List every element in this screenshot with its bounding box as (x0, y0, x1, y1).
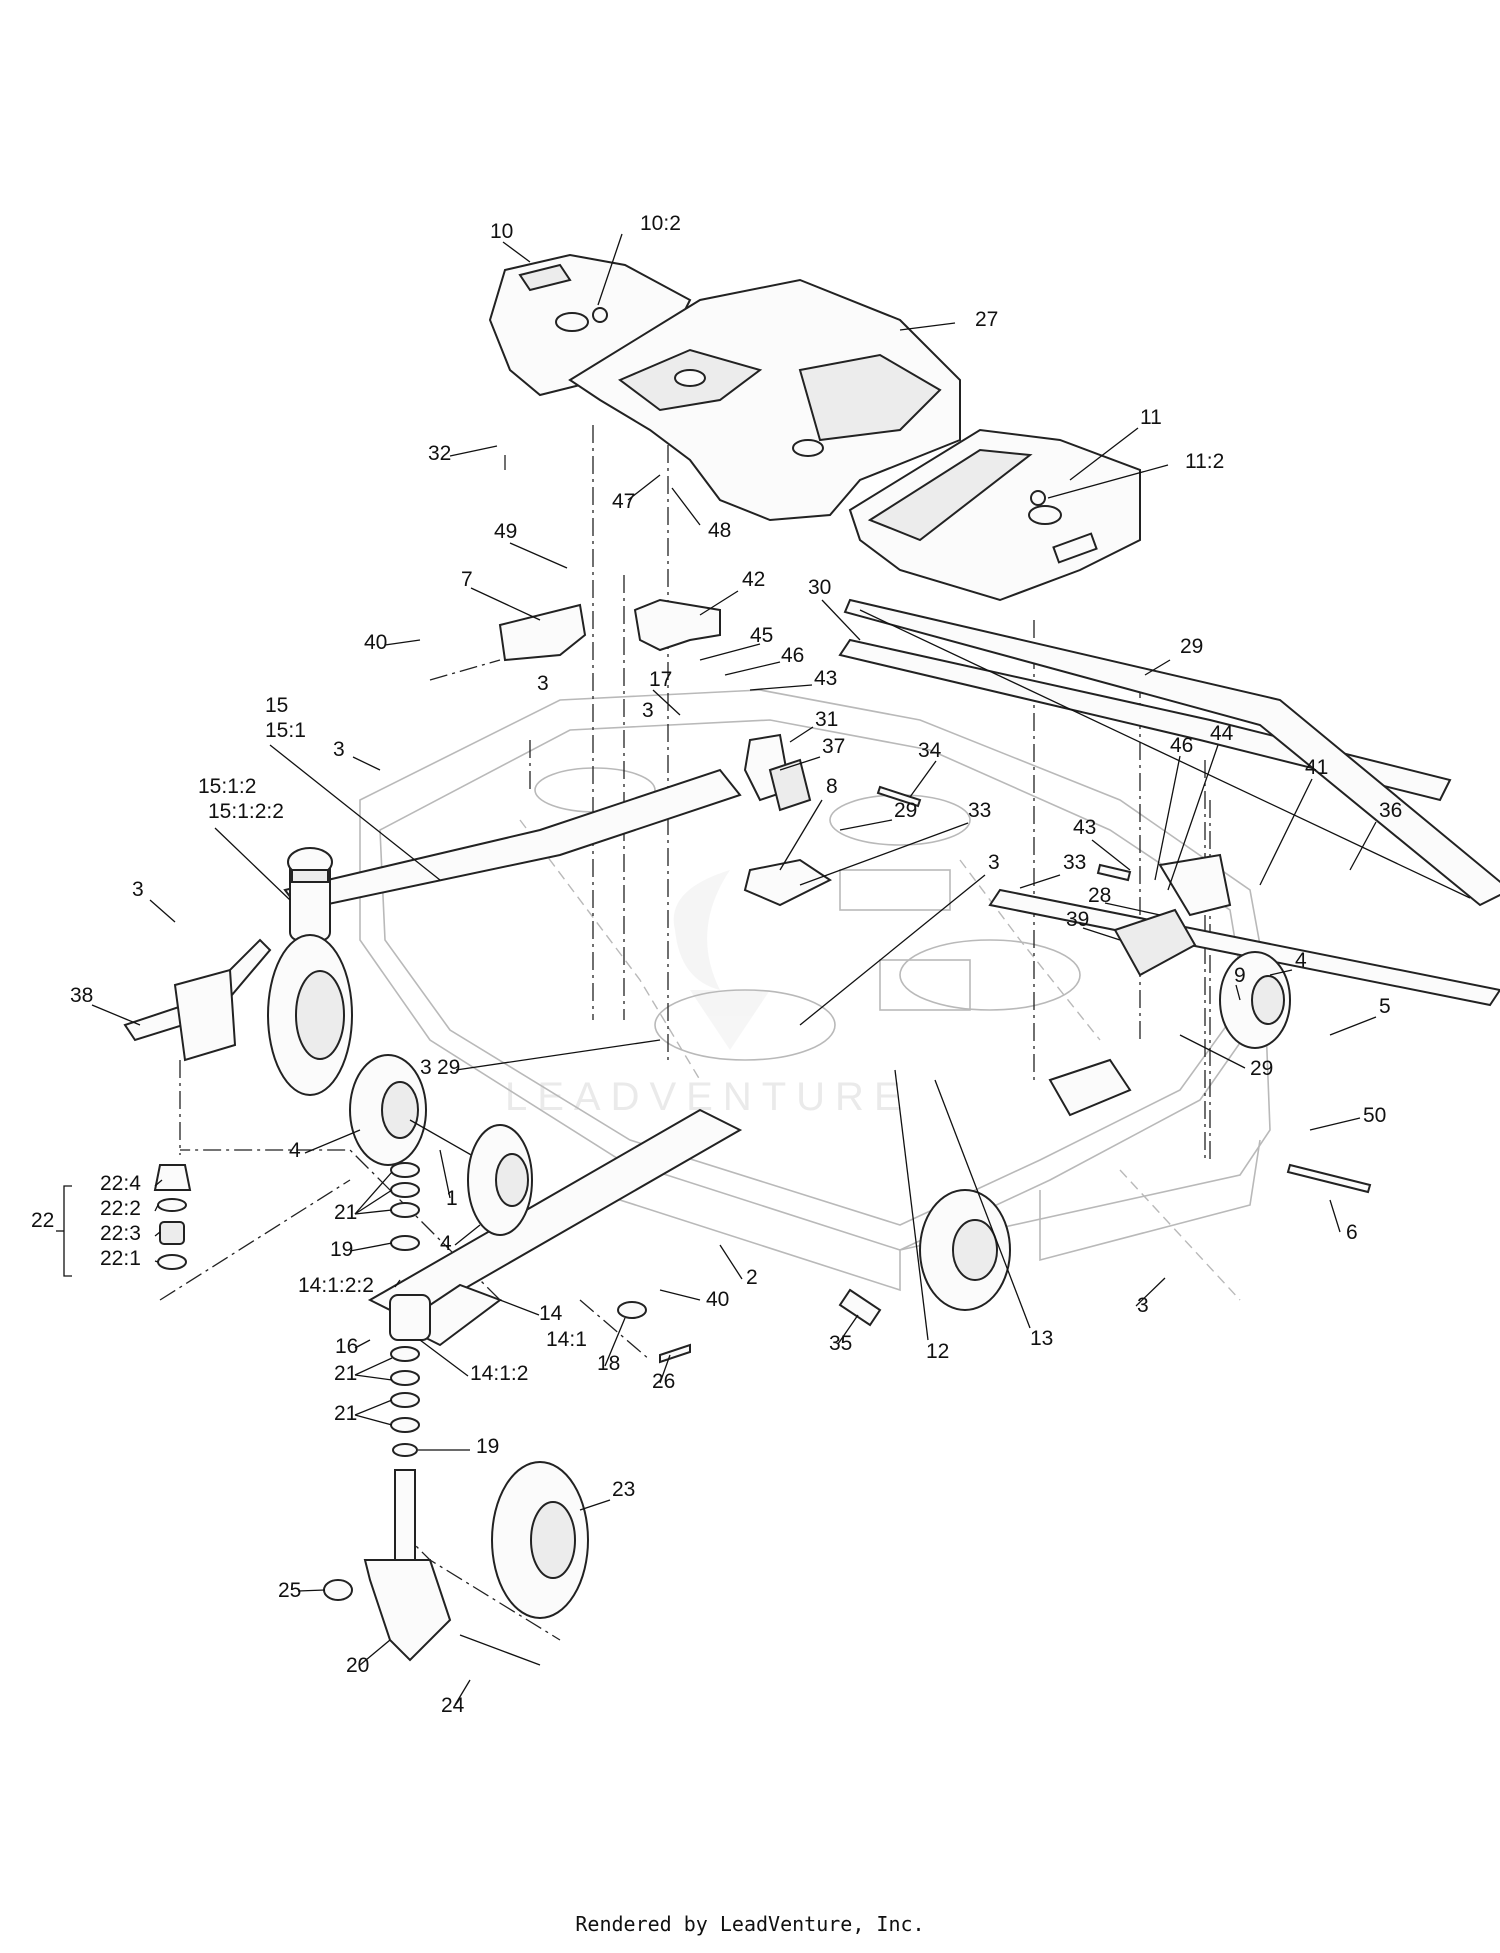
callout-c-39: 39 (1066, 908, 1089, 931)
front-axle-14 (349, 951, 1291, 1347)
callout-c-3e: 3 (132, 878, 144, 901)
callout-c-3a: 3 (537, 672, 549, 695)
callout-c-33a: 33 (968, 799, 991, 822)
callout-c-13: 13 (1030, 1327, 1053, 1350)
callout-c-26: 26 (652, 1370, 675, 1393)
callout-c-14-1-2: 14:1:2 (470, 1362, 528, 1385)
callout-c-45: 45 (750, 624, 773, 647)
callout-c-17: 17 (649, 668, 672, 691)
callout-c-31: 31 (815, 708, 838, 731)
callout-c-4c: 4 (440, 1232, 452, 1255)
callout-c-37: 37 (822, 735, 845, 758)
callout-leaders (91, 233, 1377, 1706)
callout-c-44: 44 (1210, 722, 1234, 745)
callout-c-3f: 3 (420, 1056, 432, 1079)
brackets (498, 598, 1232, 1117)
callout-c-23: 23 (612, 1478, 635, 1501)
callout-c-28: 28 (1088, 884, 1111, 907)
callout-c-21c: 21 (334, 1402, 357, 1425)
callout-c-42: 42 (742, 568, 765, 591)
callout-c-21a: 21 (334, 1201, 357, 1224)
callout-c-47: 47 (612, 490, 635, 513)
callout-c-43a: 43 (814, 667, 837, 690)
callout-c-27: 27 (975, 308, 998, 331)
callout-c-29a: 29 (1180, 635, 1203, 658)
callout-c-9: 9 (1234, 964, 1246, 987)
front-arm-15 (267, 768, 742, 1096)
watermark-logo-icon (673, 870, 770, 1050)
callout-c-3b: 3 (642, 699, 654, 722)
callout-c-46a: 46 (781, 644, 804, 667)
callout-c-4a: 4 (1295, 949, 1307, 972)
washer-stack (390, 1162, 420, 1571)
callout-c-22: 22 (31, 1209, 54, 1232)
callout-c-18: 18 (597, 1352, 620, 1375)
callout-c-3c: 3 (333, 738, 345, 761)
callout-c-46b: 46 (1170, 734, 1193, 757)
callout-c-22-2: 22:2 (100, 1197, 141, 1220)
callout-c-32: 32 (428, 442, 451, 465)
callout-c-12: 12 (926, 1340, 949, 1363)
callout-c-35: 35 (829, 1332, 852, 1355)
callout-c-7: 7 (461, 568, 473, 591)
callout-c-5: 5 (1379, 995, 1391, 1018)
callout-c-15-1-2-2: 15:1:2:2 (208, 800, 284, 823)
callout-c-19b: 19 (476, 1435, 499, 1458)
callout-c-49: 49 (494, 520, 517, 543)
callout-c-14: 14 (539, 1302, 563, 1325)
callout-c-10-2: 10:2 (640, 212, 681, 235)
callout-c-38: 38 (70, 984, 93, 1007)
callout-c-11-2: 11:2 (1185, 450, 1224, 473)
callout-c-40a: 40 (364, 631, 387, 654)
callout-c-11: 11 (1140, 406, 1162, 429)
callout-c-8: 8 (826, 775, 838, 798)
callout-c-1: 1 (446, 1187, 458, 1210)
callout-c-29c: 29 (437, 1056, 460, 1079)
callout-c-29d: 29 (1250, 1057, 1273, 1080)
callout-c-16: 16 (335, 1335, 358, 1358)
callout-c-20: 20 (346, 1654, 369, 1677)
callout-c-33b: 33 (1063, 851, 1086, 874)
callout-c-50: 50 (1363, 1104, 1386, 1127)
callout-c-6: 6 (1346, 1221, 1358, 1244)
callout-c-2: 2 (746, 1266, 758, 1289)
callout-c-15: 15 (265, 694, 288, 717)
callout-c-10: 10 (490, 220, 513, 243)
lever-38 (123, 938, 272, 1062)
top-cover-panels (488, 253, 1141, 602)
callout-c-22-4: 22:4 (100, 1172, 141, 1195)
rear-rails (838, 598, 1500, 1007)
watermark-text: LEADVENTURE (505, 1075, 911, 1119)
callout-c-14-1: 14:1 (546, 1328, 587, 1351)
footer-credit: Rendered by LeadVenture, Inc. (575, 1912, 925, 1936)
callout-c-15-1: 15:1 (265, 719, 306, 742)
callout-c-22-3: 22:3 (100, 1222, 141, 1245)
caster-yoke-20 (323, 1461, 589, 1666)
misc-hardware (617, 785, 1372, 1364)
callout-c-4b: 4 (289, 1139, 301, 1162)
callout-c-29b: 29 (894, 799, 917, 822)
mower-deck (359, 689, 1271, 1301)
callout-c-19a: 19 (330, 1238, 353, 1261)
callout-c-21b: 21 (334, 1362, 357, 1385)
callout-c-30: 30 (808, 576, 831, 599)
callout-c-14-1-2-2: 14:1:2:2 (298, 1274, 374, 1297)
callout-c-43b: 43 (1073, 816, 1096, 839)
callout-c-40b: 40 (706, 1288, 729, 1311)
callout-c-36: 36 (1379, 799, 1402, 822)
callout-c-24: 24 (441, 1694, 465, 1717)
callout-c-15-1-2: 15:1:2 (198, 775, 256, 798)
callout-c-34: 34 (918, 739, 942, 762)
callout-c-48: 48 (708, 519, 731, 542)
callout-c-3g: 3 (1137, 1294, 1149, 1317)
callout-c-25: 25 (278, 1579, 301, 1602)
callout-c-3d: 3 (988, 851, 1000, 874)
callout-c-22-1: 22:1 (100, 1247, 141, 1270)
callout-c-41: 41 (1305, 756, 1328, 779)
